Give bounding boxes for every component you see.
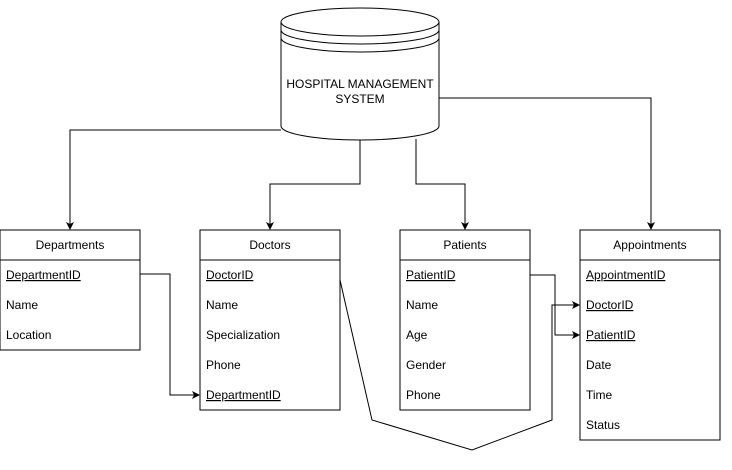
- departments-field-name: Name: [6, 298, 38, 312]
- relation-patients-to-appointments: [530, 274, 580, 339]
- relation-departments-to-doctors: [140, 273, 200, 399]
- entity-doctors[interactable]: Doctors DoctorID Name Specialization Pho…: [199, 229, 341, 411]
- connector-system-patients: [415, 139, 469, 230]
- appointments-field-doctorid: DoctorID: [586, 298, 634, 312]
- patients-field-age: Age: [406, 328, 428, 342]
- appointments-field-status: Status: [586, 418, 620, 432]
- entity-patients[interactable]: Patients PatientID Name Age Gender Phone: [399, 229, 531, 411]
- appointments-field-appointmentid: AppointmentID: [586, 268, 666, 282]
- connector-system-doctors: [266, 140, 361, 230]
- appointments-header: Appointments: [613, 238, 686, 252]
- relation-doctors-to-appointments: [339, 279, 580, 451]
- patients-field-phone: Phone: [406, 388, 441, 402]
- system-title-line2: SYSTEM: [335, 92, 384, 106]
- patients-field-patientid: PatientID: [406, 268, 456, 282]
- doctors-field-departmentid: DepartmentID: [206, 388, 281, 402]
- entity-appointments[interactable]: Appointments AppointmentID DoctorID Pati…: [579, 229, 721, 441]
- patients-field-gender: Gender: [406, 358, 446, 372]
- departments-field-location: Location: [6, 328, 51, 342]
- connector-system-departments: [66, 129, 281, 230]
- appointments-field-date: Date: [586, 358, 612, 372]
- departments-field-departmentid: DepartmentID: [6, 268, 81, 282]
- departments-header: Departments: [36, 238, 105, 252]
- doctors-field-specialization: Specialization: [206, 328, 280, 342]
- patients-field-name: Name: [406, 298, 438, 312]
- connector-system-appointments: [439, 97, 655, 230]
- appointments-field-time: Time: [586, 388, 613, 402]
- doctors-field-phone: Phone: [206, 358, 241, 372]
- doctors-header: Doctors: [249, 238, 290, 252]
- patients-header: Patients: [443, 238, 486, 252]
- system-connectors: [66, 97, 655, 230]
- database-cylinder[interactable]: HOSPITAL MANAGEMENT SYSTEM: [280, 7, 440, 141]
- appointments-field-patientid: PatientID: [586, 328, 636, 342]
- doctors-field-doctorid: DoctorID: [206, 268, 254, 282]
- system-title-line1: HOSPITAL MANAGEMENT: [286, 77, 434, 91]
- entity-departments[interactable]: Departments DepartmentID Name Location: [0, 229, 141, 351]
- relationship-connectors: [140, 273, 580, 451]
- doctors-field-name: Name: [206, 298, 238, 312]
